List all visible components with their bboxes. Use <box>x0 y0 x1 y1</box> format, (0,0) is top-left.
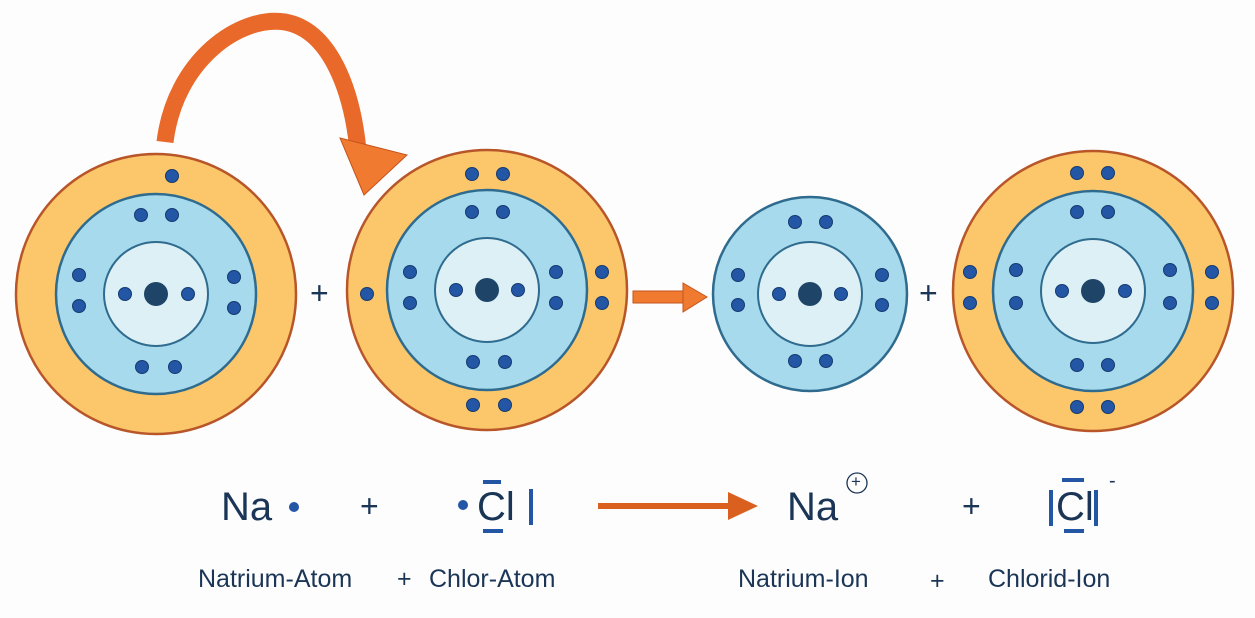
electron <box>963 265 977 279</box>
electron <box>498 398 512 412</box>
electron <box>403 265 417 279</box>
label-plus: + <box>397 565 412 593</box>
cl-symbol: Cl <box>477 485 515 529</box>
electron-transfer-arrowhead <box>339 137 409 196</box>
electron <box>1055 284 1069 298</box>
chlorine-atom <box>345 148 629 432</box>
electron <box>403 296 417 310</box>
na-symbol: Na <box>221 485 273 529</box>
electron <box>788 354 802 368</box>
electron <box>1163 296 1177 310</box>
electron <box>549 265 563 279</box>
cl-ion-symbol: Cl <box>1056 485 1094 529</box>
electron <box>1118 284 1132 298</box>
lewis-bars <box>289 478 1098 533</box>
electron <box>1070 166 1084 180</box>
sodium-ion <box>711 195 909 393</box>
electron <box>511 283 525 297</box>
electron <box>819 215 833 229</box>
electron <box>834 287 848 301</box>
label-sodium-ion: Natrium-Ion <box>738 565 869 593</box>
electron <box>1101 400 1115 414</box>
electron <box>466 355 480 369</box>
electron <box>165 169 179 183</box>
nucleus <box>798 282 822 306</box>
electron <box>449 283 463 297</box>
cl-charge: - <box>1109 470 1116 492</box>
electron <box>1101 205 1115 219</box>
label-sodium-atom: Natrium-Atom <box>198 565 353 593</box>
label-chlorine-atom: Chlor-Atom <box>429 565 556 593</box>
electron <box>819 354 833 368</box>
electron <box>1101 166 1115 180</box>
electron <box>1205 265 1219 279</box>
electron <box>1070 205 1084 219</box>
electron <box>1205 296 1219 310</box>
electron <box>168 360 182 374</box>
label-chloride-ion: Chlorid-Ion <box>988 565 1111 593</box>
electron <box>772 287 786 301</box>
electron <box>1070 400 1084 414</box>
electron <box>963 296 977 310</box>
electron <box>875 298 889 312</box>
electron <box>1163 263 1177 277</box>
electron <box>360 287 374 301</box>
chloride-ion <box>951 149 1235 433</box>
electron <box>549 296 563 310</box>
electron <box>498 355 512 369</box>
electron <box>72 299 86 313</box>
positive-charge-circle <box>846 472 868 494</box>
label-plus: + <box>930 567 945 595</box>
electron <box>465 167 479 181</box>
plus-sign: + <box>919 275 938 311</box>
electron <box>227 301 241 315</box>
equation-arrow <box>598 492 758 520</box>
electron <box>496 167 510 181</box>
electron <box>496 205 510 219</box>
electron <box>227 270 241 284</box>
electron <box>181 287 195 301</box>
nucleus <box>144 282 168 306</box>
electron <box>466 398 480 412</box>
electron <box>135 360 149 374</box>
electron <box>1070 358 1084 372</box>
electron <box>788 215 802 229</box>
na-charge: + <box>851 472 861 491</box>
electron <box>595 296 609 310</box>
electron <box>165 208 179 222</box>
nucleus <box>475 278 499 302</box>
nucleus <box>1081 279 1105 303</box>
electron-transfer-arrow <box>156 12 367 151</box>
na-ion-symbol: Na <box>787 485 839 529</box>
electron <box>875 268 889 282</box>
plus-sign: + <box>360 488 379 524</box>
electron <box>731 268 745 282</box>
plus-sign: + <box>310 275 329 311</box>
electron <box>118 287 132 301</box>
plus-sign: + <box>962 488 981 524</box>
electron <box>72 268 86 282</box>
electron <box>465 205 479 219</box>
electron <box>1101 358 1115 372</box>
electron <box>1009 263 1023 277</box>
electron <box>1009 296 1023 310</box>
sodium-atom <box>14 152 298 436</box>
electron <box>595 265 609 279</box>
electron <box>731 298 745 312</box>
reaction-arrow-diagram <box>632 282 708 313</box>
electron <box>134 208 148 222</box>
